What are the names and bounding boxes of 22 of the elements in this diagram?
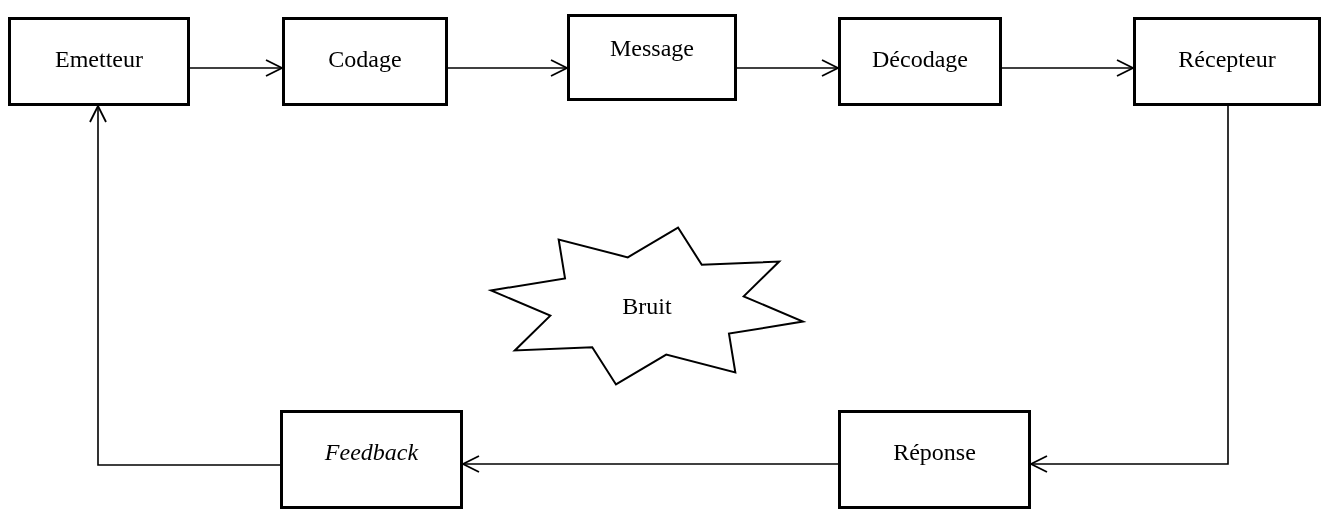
arrow — [189, 59, 283, 77]
arrow — [1001, 59, 1134, 77]
process-box — [838, 17, 1002, 106]
arrow — [462, 455, 839, 473]
node-label: Feedback — [324, 439, 419, 466]
arrow — [447, 59, 568, 77]
arrow — [89, 105, 281, 466]
process-box — [838, 410, 1031, 509]
node-label: Codage — [328, 46, 402, 73]
node-label: Bruit — [622, 292, 672, 320]
process-box — [1133, 17, 1321, 106]
node-label: Message — [610, 35, 694, 62]
node-label: Décodage — [872, 46, 968, 73]
node-label: Emetteur — [55, 46, 143, 73]
arrow — [1030, 105, 1229, 473]
arrow — [736, 59, 839, 77]
node-label: Récepteur — [1178, 46, 1276, 73]
process-box — [280, 410, 463, 509]
node-label: Réponse — [893, 439, 976, 466]
process-box — [282, 17, 448, 106]
process-box — [567, 14, 737, 101]
process-box — [8, 17, 190, 106]
